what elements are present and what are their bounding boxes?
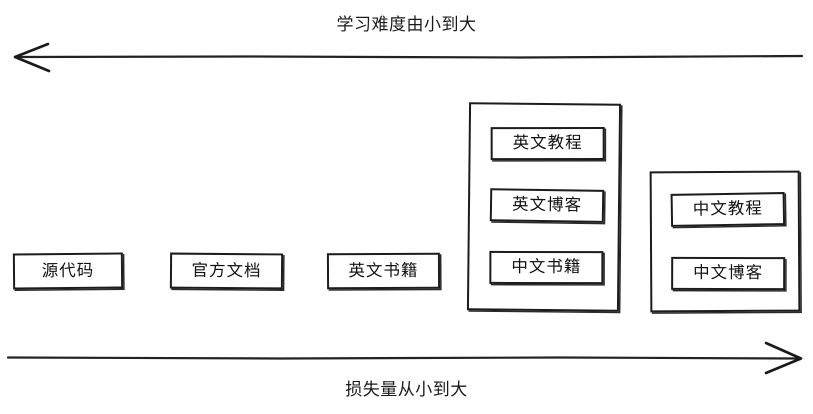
node-label: 英文书籍: [348, 260, 419, 280]
node-label: 英文博客: [511, 194, 583, 215]
bottom-axis-line: [6, 356, 802, 360]
node-box-source-code[interactable]: 源代码: [12, 252, 124, 290]
node-box-english-tutorial[interactable]: 英文教程: [490, 126, 605, 161]
node-label: 英文教程: [512, 133, 583, 153]
bottom-axis-arrowhead-icon: [764, 341, 803, 375]
bottom-axis-label: 损失量从小到大: [345, 380, 468, 400]
group-box-chinese[interactable]: 中文教程 中文博客: [649, 170, 801, 313]
node-box-english-blog[interactable]: 英文博客: [489, 188, 605, 223]
node-box-english-books[interactable]: 英文书籍: [326, 252, 441, 290]
node-label: 中文书籍: [511, 257, 582, 277]
node-label: 中文教程: [692, 198, 763, 219]
top-axis-label: 学习难度由小到大: [336, 15, 477, 35]
group-box-english-advanced[interactable]: 英文教程 英文博客 中文书籍: [466, 102, 622, 312]
node-box-chinese-blog[interactable]: 中文博客: [671, 256, 786, 291]
node-label: 源代码: [41, 260, 95, 280]
node-label: 中文博客: [693, 263, 764, 283]
top-axis-line: [14, 54, 804, 59]
node-box-official-docs[interactable]: 官方文档: [169, 252, 284, 290]
top-axis-arrowhead-icon: [13, 42, 51, 73]
node-box-chinese-books[interactable]: 中文书籍: [489, 250, 604, 285]
node-label: 官方文档: [191, 260, 262, 281]
node-box-chinese-tutorial[interactable]: 中文教程: [670, 192, 786, 227]
